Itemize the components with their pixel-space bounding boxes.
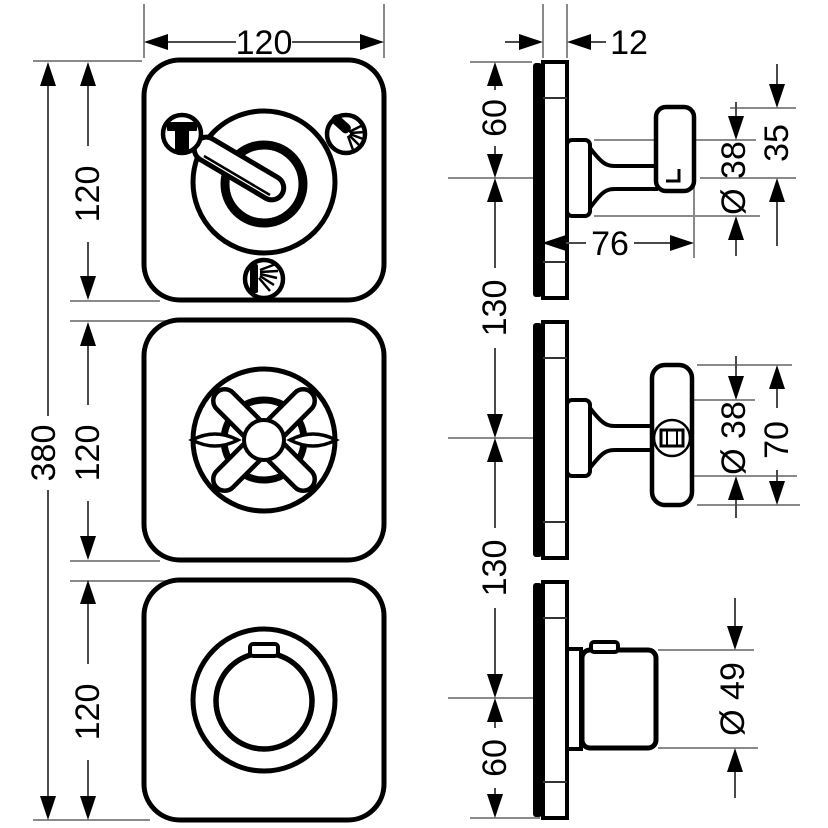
module2-front	[141, 317, 387, 563]
dim-cross-rosette-dia: Ø 38	[715, 401, 753, 475]
module1-front	[141, 57, 387, 303]
module3-knob-tab	[248, 642, 280, 658]
hand-shower-icon	[324, 112, 368, 156]
dim-module1-height: 120	[69, 166, 107, 223]
module1-side	[533, 60, 697, 300]
lever-stem-top	[588, 146, 658, 168]
front-view	[141, 57, 387, 823]
dim-top-offset: 60	[476, 99, 514, 137]
body-spray-icon	[242, 257, 286, 301]
overhead-shower-icon	[160, 112, 204, 156]
side-view	[533, 60, 697, 820]
knob-side	[579, 647, 659, 751]
dim-front-width: 120	[236, 24, 293, 62]
cross-hub-rect	[659, 428, 685, 448]
dim-knob-dia: Ø 49	[714, 662, 752, 736]
module3-knob	[213, 650, 315, 752]
dim-cross-handle-height: 70	[758, 421, 796, 459]
module3-front	[141, 577, 387, 823]
dim-center-spacing-upper: 130	[476, 280, 514, 337]
dim-lever-top-offset: 35	[758, 124, 796, 162]
cross-hub-circle	[652, 418, 692, 458]
dim-lever-projection: 76	[591, 225, 629, 263]
cross-grip-left	[188, 432, 242, 448]
cross-grip-right	[286, 432, 340, 448]
dim-module2-height: 120	[69, 425, 107, 482]
dimension-lines	[40, 34, 785, 820]
lever-grip-detail	[666, 169, 681, 183]
lever-stem-bottom	[588, 187, 658, 210]
cross-stem-bottom	[588, 448, 654, 470]
module3-side	[533, 580, 659, 820]
cross-handle-front	[211, 387, 317, 493]
knob-tab-side	[589, 640, 620, 654]
dim-lever-rosette-dia: Ø 38	[715, 141, 753, 215]
dim-center-spacing-lower: 130	[476, 540, 514, 597]
dim-total-height: 380	[25, 425, 63, 482]
knob-collar-side	[565, 647, 583, 751]
dim-module3-height: 120	[69, 684, 107, 741]
module2-side	[533, 320, 695, 560]
cross-rosette-side	[565, 398, 592, 478]
dimension-labels: 120 12 380 120 120 120 60 130 130 60 76 …	[25, 24, 796, 777]
cross-stem-top	[588, 406, 654, 428]
dim-plate-thickness: 12	[610, 24, 648, 62]
lever-rosette-side	[565, 138, 592, 218]
dim-bottom-offset: 60	[476, 739, 514, 777]
lever-grip-side	[653, 104, 697, 194]
